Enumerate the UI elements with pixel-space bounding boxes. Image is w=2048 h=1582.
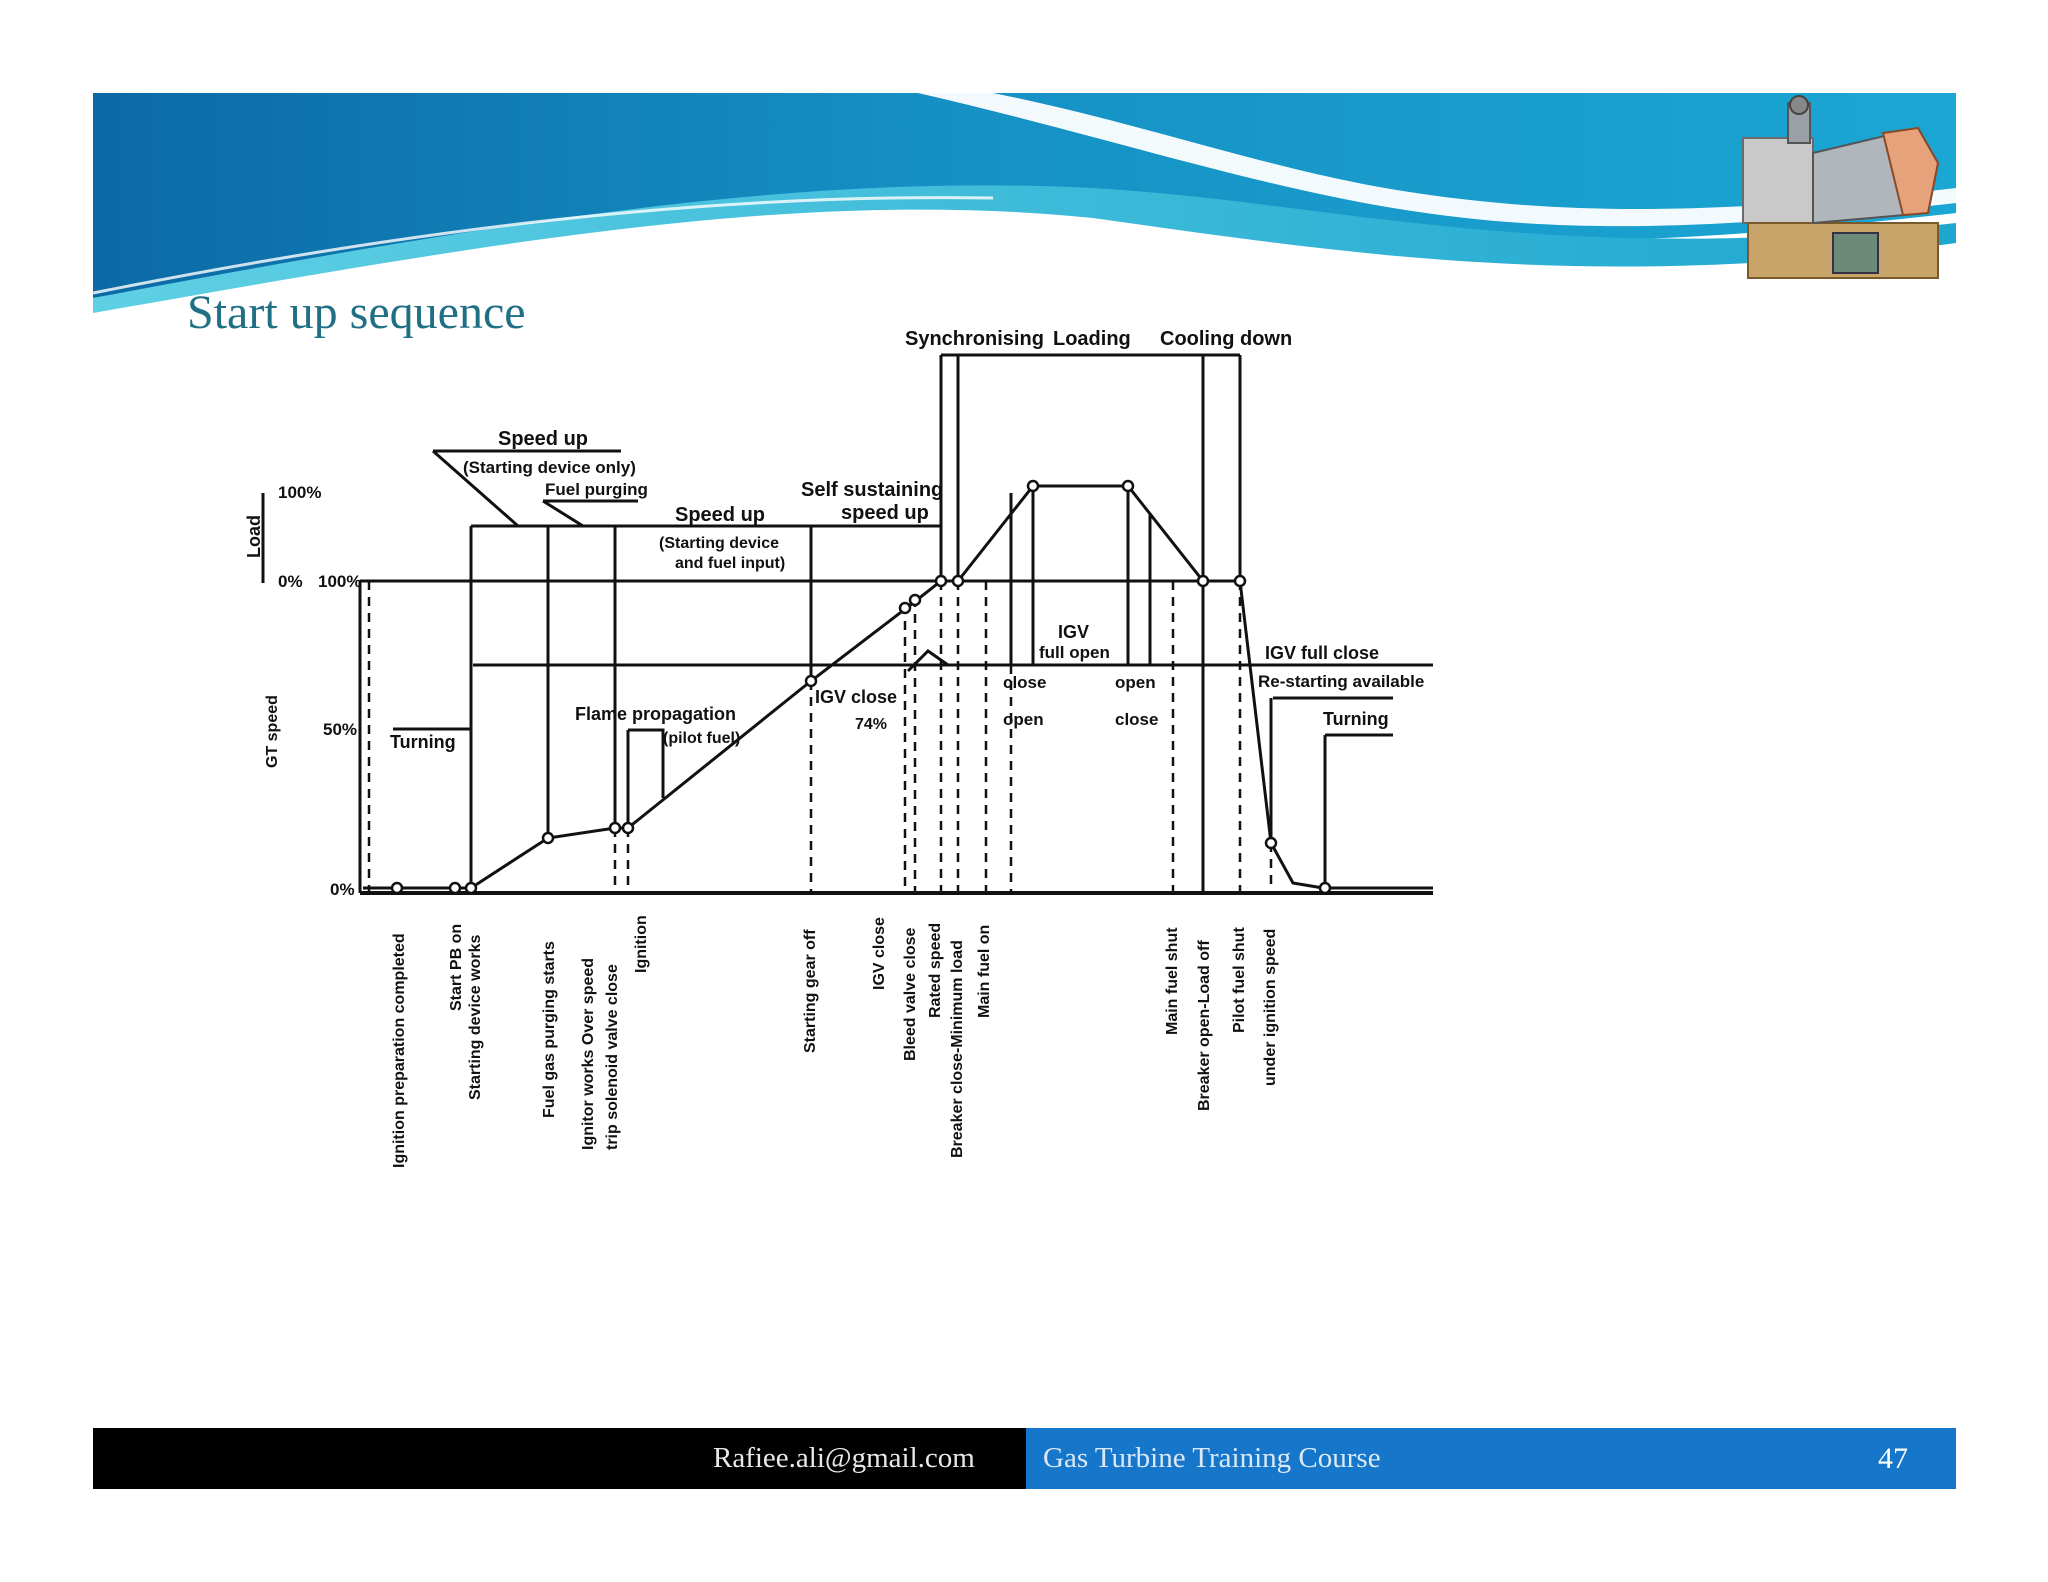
startup-sequence-diagram: Synchronising Loading Cooling down Speed… — [244, 328, 1433, 1168]
speed-up-2-label: Speed up — [675, 504, 765, 526]
event-label: IGV close — [871, 917, 888, 990]
speed-up-1-label: Speed up — [498, 428, 588, 450]
close-open-2: open — [1003, 710, 1044, 729]
close-open-1: close — [1003, 673, 1046, 692]
igv-full-close-label: IGV full close — [1265, 643, 1379, 663]
event-label: Fuel gas purging starts — [541, 941, 558, 1118]
event-label: Pilot fuel shut — [1231, 927, 1248, 1033]
igv-full-open-2: full open — [1039, 643, 1110, 662]
igv-close-label: IGV close — [815, 687, 897, 707]
event-label: Start PB on — [448, 924, 465, 1011]
flame-propagation-label: Flame propagation — [575, 704, 736, 724]
fuel-purging-label: Fuel purging — [545, 480, 648, 499]
event-label: under ignition speed — [1262, 929, 1279, 1086]
slide: Start up sequence — [93, 93, 1956, 1489]
speed-up-1-sub: (Starting device only) — [463, 458, 636, 477]
turning-right-label: Turning — [1323, 709, 1389, 729]
speed-axis-label: GT speed — [264, 695, 281, 768]
event-label: Starting gear off — [802, 929, 819, 1053]
phase-cooling: Cooling down — [1160, 328, 1292, 350]
event-label: Ignition — [633, 915, 650, 973]
page-number: 47 — [1878, 1442, 1908, 1475]
event-label: Rated speed — [927, 923, 944, 1018]
footer-course-name: Gas Turbine Training Course — [1043, 1442, 1381, 1474]
open-close-2: close — [1115, 710, 1158, 729]
gas-turbine-illustration — [1742, 95, 1940, 279]
phase-synchronising: Synchronising — [905, 328, 1044, 350]
diagram-lines — [261, 353, 1433, 895]
event-label: Bleed valve close — [902, 927, 919, 1061]
load-axis-label: Load — [244, 515, 264, 558]
footer-blue-panel — [1026, 1428, 1956, 1489]
restarting-label: Re-starting available — [1258, 672, 1424, 691]
load-0-tick: 0% — [278, 572, 303, 591]
event-label: Breaker close-Minimum load — [949, 940, 966, 1158]
event-label: Main fuel shut — [1164, 927, 1181, 1035]
speed-0-tick: 0% — [330, 880, 355, 899]
igv-close-value: 74% — [855, 716, 887, 733]
speed-up-2-sub2: and fuel input) — [675, 555, 785, 572]
curve-points — [390, 479, 1332, 895]
footer-email: Rafiee.ali@gmail.com — [713, 1442, 975, 1474]
speed-50-tick: 50% — [323, 720, 357, 739]
event-label: Ignition preparation completed — [391, 933, 408, 1168]
speed-up-2-sub1: (Starting device — [659, 535, 779, 552]
load-100-tick: 100% — [278, 483, 321, 502]
event-label: Breaker open-Load off — [1196, 940, 1213, 1111]
event-label: trip solenoid valve close — [604, 964, 621, 1150]
slide-title: Start up sequence — [187, 286, 526, 339]
event-label: Main fuel on — [976, 925, 993, 1018]
self-sustaining-label-2: speed up — [841, 502, 929, 524]
footer-bar: Rafiee.ali@gmail.com Gas Turbine Trainin… — [93, 1428, 1956, 1489]
igv-full-open-1: IGV — [1058, 622, 1089, 642]
event-label: Ignitor works Over speed — [580, 958, 597, 1150]
open-close-1: open — [1115, 673, 1156, 692]
event-label: Starting device works — [467, 935, 484, 1100]
turning-left-label: Turning — [390, 732, 456, 752]
self-sustaining-label: Self sustaining — [801, 479, 943, 501]
speed-100-tick: 100% — [318, 572, 361, 591]
header-banner — [93, 93, 1956, 313]
phase-loading: Loading — [1053, 328, 1131, 350]
flame-propagation-sub: (pilot fuel) — [663, 730, 740, 747]
